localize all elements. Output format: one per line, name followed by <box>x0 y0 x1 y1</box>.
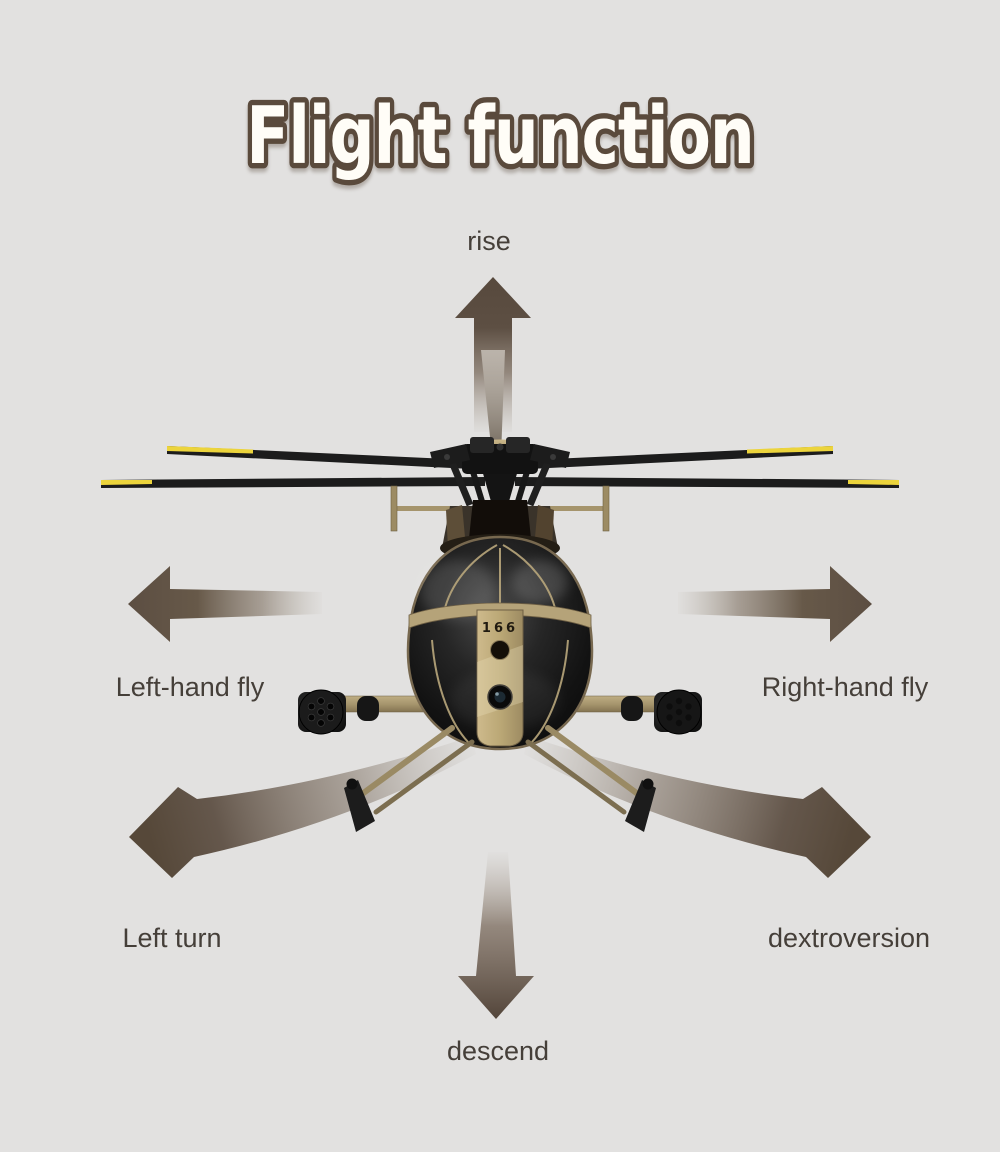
head-linkage <box>506 437 530 453</box>
page-title: Flight function <box>246 89 753 182</box>
canopy-highlight <box>512 560 568 604</box>
label-left-turn: Left turn <box>122 923 221 953</box>
left-inner-cylinder <box>357 696 379 721</box>
canopy-band <box>408 602 592 629</box>
right-inner-cylinder <box>621 696 643 721</box>
rotor-link <box>526 460 552 507</box>
flybar-end-right <box>602 485 610 532</box>
skid-leg-rear-left <box>373 739 475 815</box>
skid-shoe-cap-left <box>346 778 358 790</box>
rotor-link <box>448 460 474 507</box>
gun-barrels <box>666 697 692 727</box>
canopy-seams <box>431 544 569 743</box>
cabin: 166 <box>406 535 594 751</box>
swashplate <box>482 470 518 505</box>
rotor-blade-lower-left <box>101 477 485 488</box>
bolt <box>496 443 504 451</box>
label-right-hand-fly: Right-hand fly <box>762 672 929 702</box>
blade-grip-left <box>430 444 470 468</box>
rotor-blade-lower-right <box>515 477 899 488</box>
label-descend: descend <box>447 1036 549 1066</box>
rotor-blade-tip-lower-right <box>848 480 899 485</box>
bolt <box>550 454 556 460</box>
skid-leg-front-left <box>355 725 455 800</box>
skid-shoe-right <box>625 780 656 832</box>
nose-number: 166 <box>482 621 518 636</box>
rotor-blade-tip-upper-left <box>167 446 253 454</box>
head-linkage <box>470 437 494 453</box>
camera-lens-glint <box>495 692 499 696</box>
nose-strip <box>476 609 524 747</box>
helicopter-image: 166 <box>101 350 899 832</box>
right-pod-face <box>656 689 702 735</box>
blade-grip-right <box>530 444 570 468</box>
rotor-blade-tip-upper-right <box>747 446 833 454</box>
left-gun-pod <box>298 689 346 735</box>
right-gun-pod <box>654 689 702 735</box>
label-rise: rise <box>467 226 511 256</box>
landing-skids <box>344 725 656 832</box>
skid-leg-front-right <box>545 725 645 800</box>
fairing-plate-right <box>534 505 554 548</box>
descend-arrow <box>458 852 534 1019</box>
fairing-plate-left <box>446 505 466 548</box>
label-left-hand-fly: Left-hand fly <box>116 672 265 702</box>
flybar-end-left <box>390 485 398 532</box>
skid-shoe-left <box>344 780 375 832</box>
main-rotor-blades <box>101 446 899 488</box>
vertical-rotor-blade <box>481 350 505 456</box>
left-hand-fly-arrow <box>128 566 322 642</box>
gun-barrels <box>307 697 335 727</box>
skid-leg-rear-right <box>525 739 627 815</box>
skid-shoe-cap-right <box>642 778 654 790</box>
nose-port <box>490 640 510 660</box>
bolt <box>444 454 450 460</box>
label-dextroversion: dextroversion <box>768 923 930 953</box>
right-hand-fly-arrow <box>678 566 872 642</box>
rotor-blade-tip-lower-left <box>101 480 152 485</box>
